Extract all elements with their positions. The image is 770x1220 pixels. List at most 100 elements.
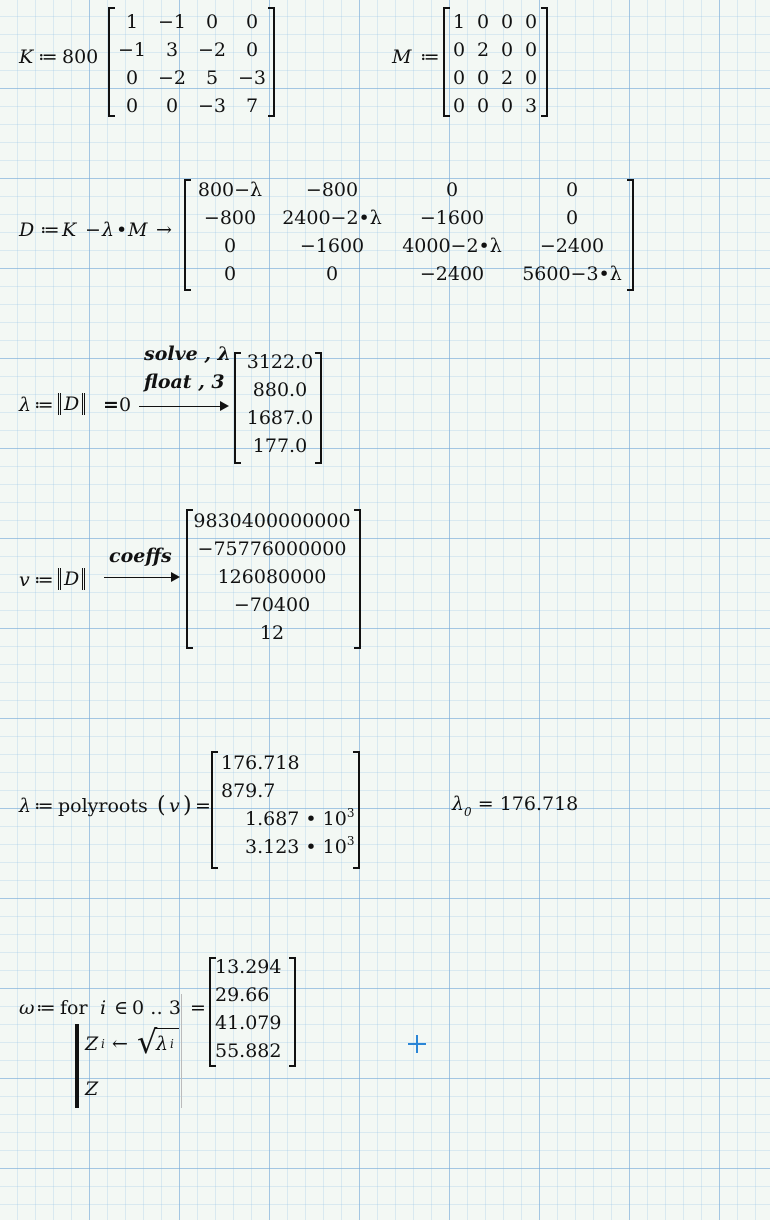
sqrt-lambda-subscript: i (170, 1037, 174, 1051)
polyroots-mantissa: 3.123 • 10 (245, 836, 347, 858)
v-result-entry: −75776000000 (197, 538, 347, 560)
k-matrix-cell: 0 (165, 95, 179, 117)
polyroots-result-entry: 176.718 (221, 754, 300, 773)
k-scalar: 800 (62, 46, 99, 68)
lambda0-name: λ (452, 793, 465, 815)
k-matrix-cell: 0 (125, 67, 139, 89)
m-matrix-cell: 0 (476, 11, 490, 33)
d-expr-dot: • (116, 219, 128, 241)
k-matrix-right-bracket (268, 7, 275, 117)
lambda-result-entry: 1687.0 (246, 407, 314, 429)
m-matrix-cell: 0 (524, 39, 538, 61)
omega-result-vector: 13.294 29.66 41.079 55.882 (215, 958, 291, 1064)
polyroots-exponent: 3 (346, 834, 355, 848)
omega-result-entry: 13.294 (215, 956, 282, 978)
polyroots-function-name: polyroots (58, 795, 148, 817)
program-outer-bar (181, 994, 182, 1108)
omega-result-entry: 29.66 (215, 984, 270, 1006)
lambda-bold-equals: = (103, 394, 119, 416)
d-matrix-cell: −800 (203, 207, 257, 229)
iter-variable: i (100, 997, 107, 1019)
program-inner-bar (75, 1024, 79, 1108)
crosshair-cursor-icon[interactable] (408, 1035, 426, 1053)
lambda0-evaluation[interactable]: λ0 = 176.718 (452, 793, 579, 825)
v-result-left-bracket (186, 509, 193, 649)
m-matrix-right-bracket (541, 7, 548, 117)
m-matrix-cell: 1 (452, 11, 466, 33)
k-matrix-cell: 0 (245, 39, 259, 61)
k-matrix-cell: −1 (117, 39, 146, 61)
k-matrix-cell: 3 (165, 39, 179, 61)
d-matrix-cell: 4000−2•λ (402, 235, 502, 257)
sqrt-symbol: √ (137, 1023, 158, 1061)
k-matrix-cell: 1 (125, 11, 139, 33)
omega-result-entry: 55.882 (215, 1040, 282, 1062)
d-assign-operator: ≔ (40, 219, 60, 241)
d-matrix-left-bracket (184, 179, 191, 291)
lambda-assign-operator: ≔ (34, 394, 54, 416)
lambda0-value: 176.718 (499, 793, 579, 815)
lambda-result-left-bracket (234, 352, 241, 464)
d-matrix-cell: 0 (565, 179, 579, 201)
d-name: D (19, 219, 35, 241)
v-norm-arg: D (64, 568, 80, 590)
v-name: v (19, 569, 30, 591)
polyroots-result-entry: 1.687 • 103 (245, 807, 355, 830)
polyroots-result-entry: 3.123 • 103 (245, 835, 355, 858)
d-expr-lambda: λ (102, 219, 115, 241)
polyroots-equals: = (195, 795, 211, 817)
m-matrix-cell: 0 (524, 67, 538, 89)
lambda-result-entry: 880.0 (252, 379, 308, 401)
k-matrix-cell: 0 (205, 11, 219, 33)
k-matrix-cell: −3 (197, 95, 226, 117)
m-matrix-left-bracket (443, 7, 450, 117)
polyroots-mantissa: 879.7 (221, 780, 276, 802)
omega-result-right-bracket (289, 957, 296, 1067)
omega-result-left-bracket (209, 957, 216, 1067)
sqrt-overbar (155, 1028, 179, 1029)
lambda-norm-d: D (58, 393, 86, 415)
d-matrix-cell: 800−λ (197, 179, 263, 201)
return-z: Z (85, 1078, 99, 1100)
float-keyword: float , 3 (144, 371, 225, 393)
sqrt-lambda: λ (156, 1033, 169, 1055)
v-norm-d: D (58, 568, 86, 590)
omega-program-definition[interactable]: ω ≔ for i ∈ 0 ‥ 3 Z i ← √ λ i Z = 13.294… (18, 952, 318, 1112)
lambda-name: λ (19, 394, 32, 416)
k-matrix-cell: −2 (157, 67, 186, 89)
lambda-result-entry: 3122.0 (246, 351, 314, 373)
k-matrix-cell: −1 (157, 11, 186, 33)
omega-equals: = (190, 997, 206, 1019)
m-name: M (392, 46, 412, 68)
polyroots-result-right-bracket (353, 751, 360, 869)
coeffs-keyword: coeffs (109, 545, 172, 567)
polyroots-mantissa: 176.718 (221, 752, 300, 774)
d-matrix-cell: −1600 (419, 207, 485, 229)
polyroots-paren-close: ) (183, 793, 192, 818)
d-matrix-cell: 0 (223, 263, 237, 285)
polyroots-mantissa: 1.687 • 10 (245, 808, 347, 830)
k-matrix-cell: −3 (237, 67, 266, 89)
d-matrix-cell: −2400 (539, 235, 605, 257)
lambda0-subscript: 0 (464, 805, 472, 819)
m-matrix-cell: 0 (524, 11, 538, 33)
m-matrix-cell: 0 (452, 39, 466, 61)
polyroots-arg: v (169, 795, 180, 817)
d-expr-k: K (62, 219, 77, 241)
m-matrix-cell: 2 (500, 67, 514, 89)
omega-result-entry: 41.079 (215, 1012, 282, 1034)
d-matrix-cell: 2400−2•λ (282, 207, 382, 229)
m-matrix-cell: 3 (524, 95, 538, 117)
m-matrix-cell: 2 (476, 39, 490, 61)
